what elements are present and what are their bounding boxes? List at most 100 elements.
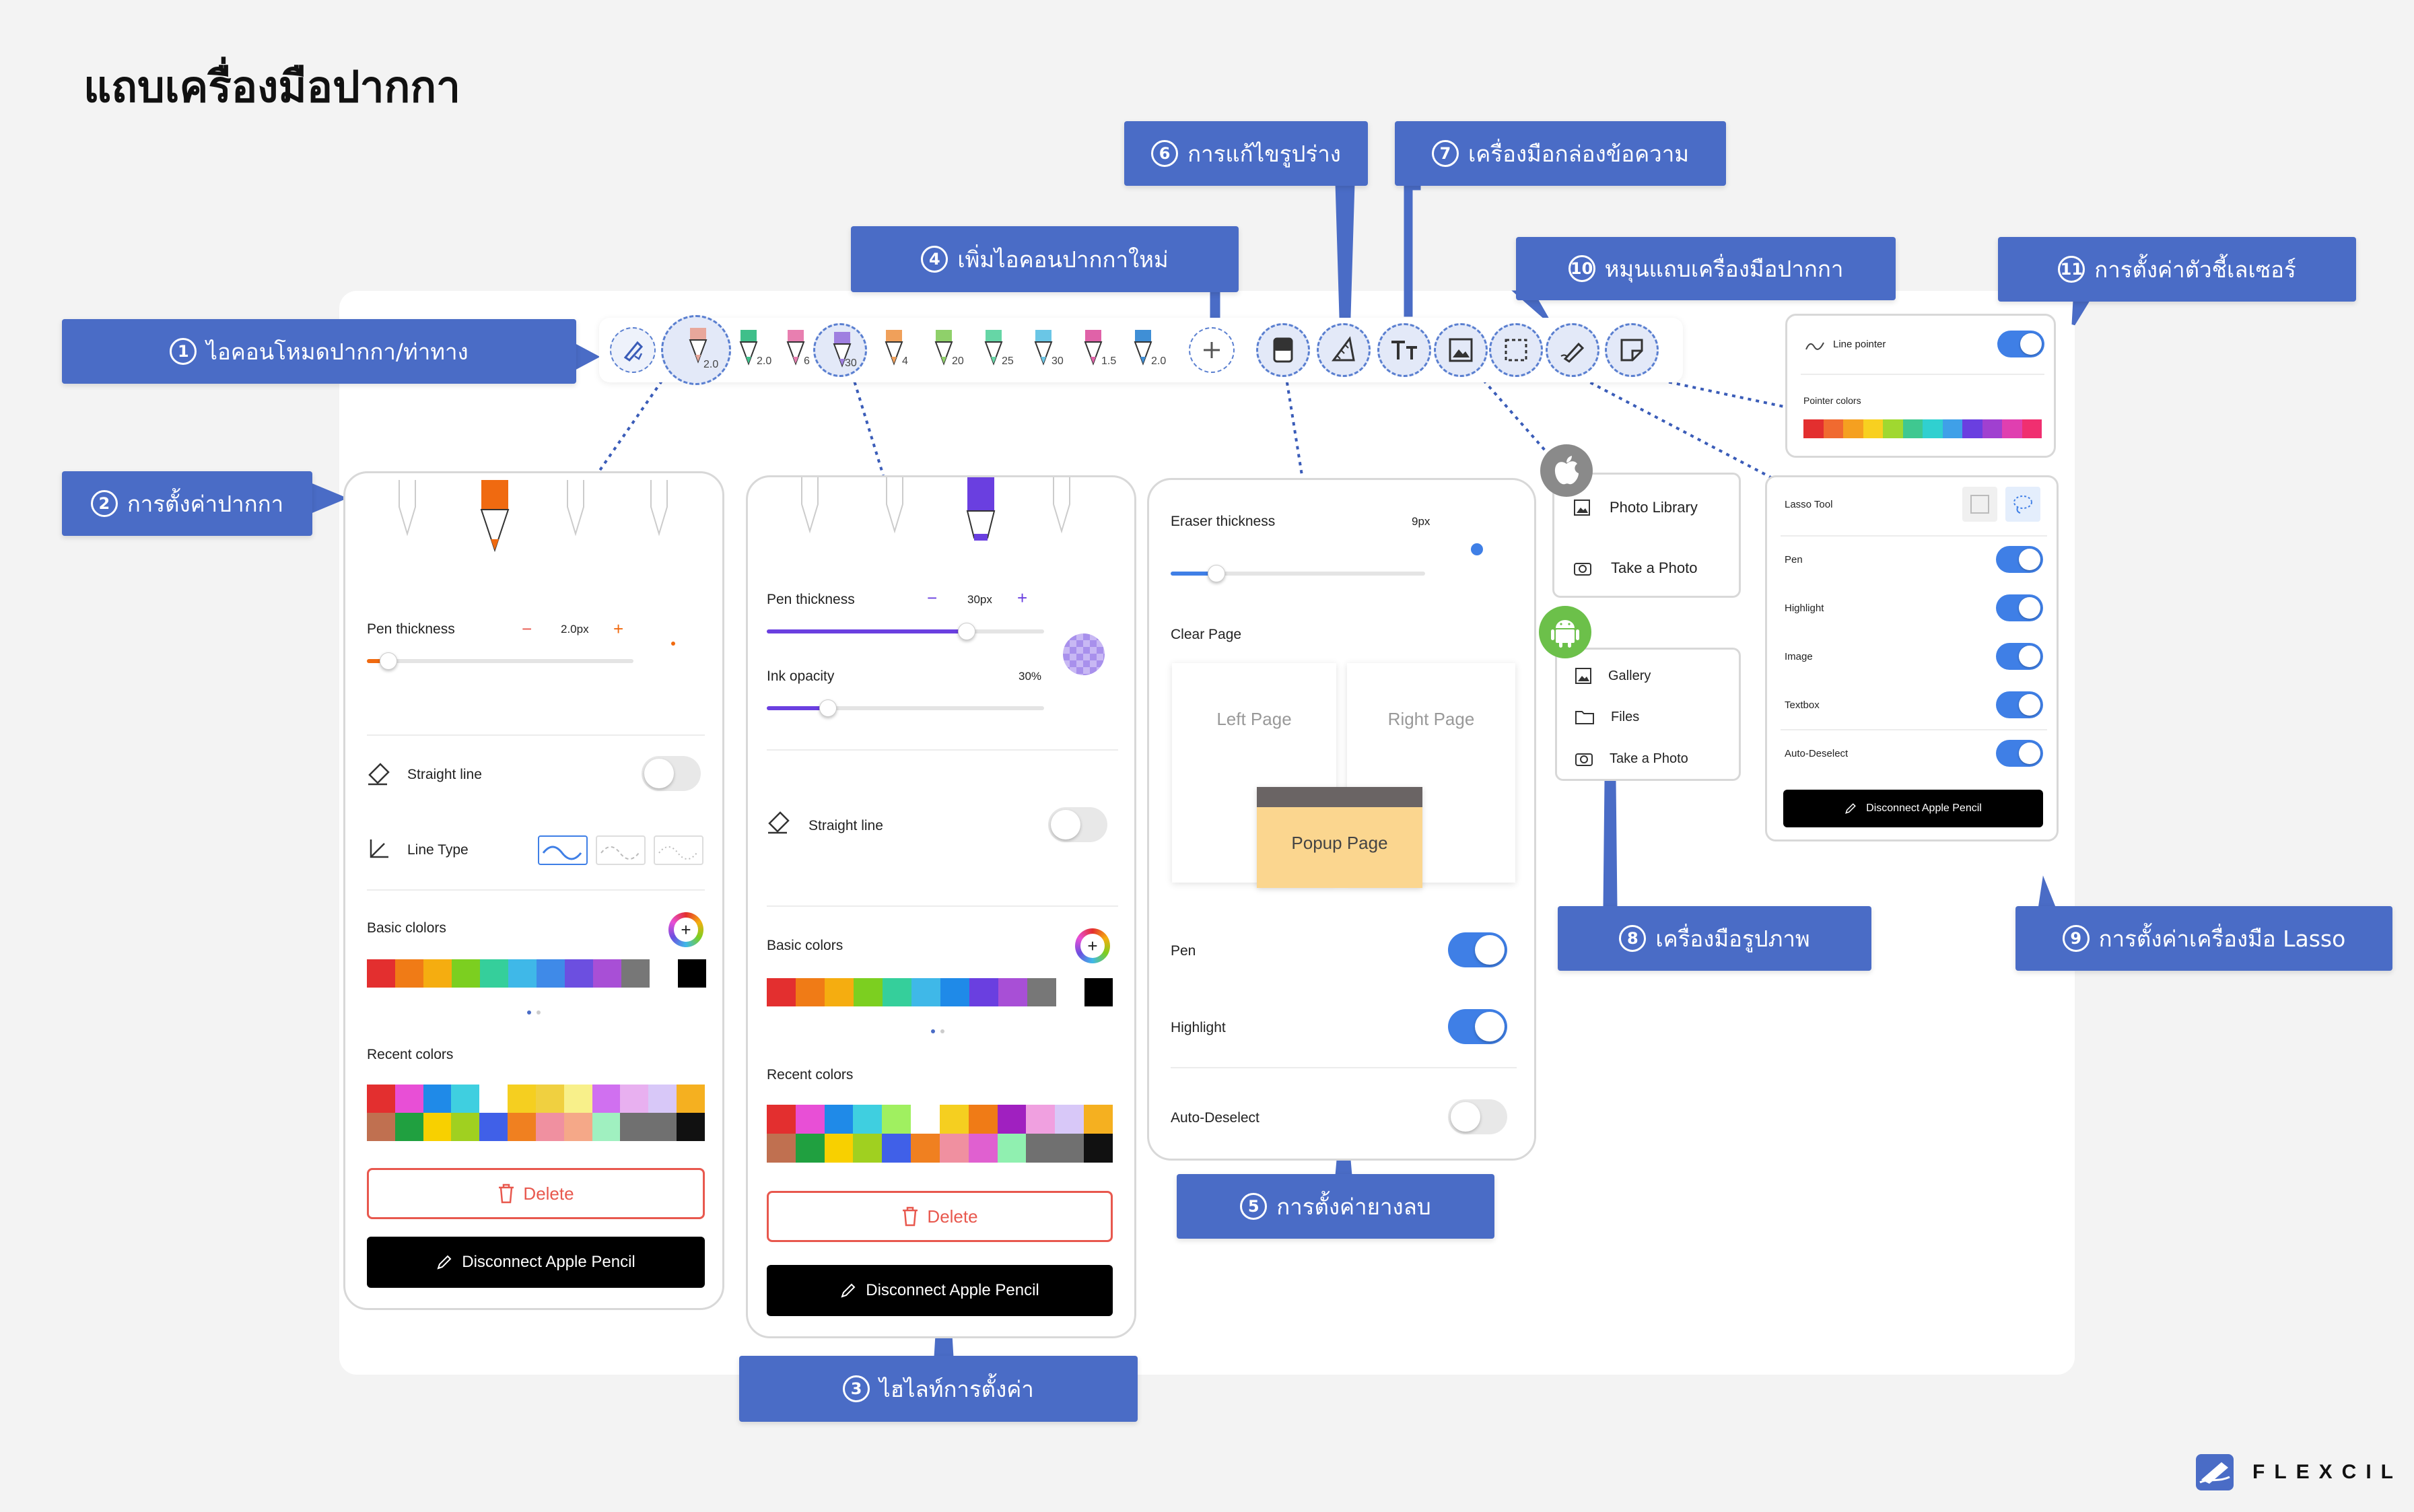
files-item[interactable]: Files xyxy=(1575,709,1639,725)
hl-basic-color-swatch-4[interactable] xyxy=(854,978,883,1006)
toolbar-pen-1[interactable]: 2.0 xyxy=(661,315,731,385)
recent-color-swatch-7[interactable] xyxy=(535,1085,564,1113)
recent-color-swatch-18[interactable] xyxy=(508,1113,536,1141)
hl-current-color-black[interactable] xyxy=(1084,978,1113,1006)
hl-recent-color-swatch-22[interactable] xyxy=(1026,1134,1056,1163)
basic-color-swatches[interactable] xyxy=(367,959,650,988)
eraser-highlight-toggle[interactable] xyxy=(1448,1009,1507,1044)
hl-recent-color-swatch-5[interactable] xyxy=(882,1105,911,1134)
hl-recent-color-swatch-2[interactable] xyxy=(795,1105,825,1134)
toolbar-pen-10[interactable]: 2.0 xyxy=(1124,320,1166,380)
hl-recent-color-swatch-19[interactable] xyxy=(939,1134,969,1163)
pointer-color-swatch-2[interactable] xyxy=(1823,419,1843,438)
hl-recent-color-swatch-15[interactable] xyxy=(824,1134,854,1163)
recent-color-swatch-6[interactable] xyxy=(508,1085,536,1113)
laser-pointer-tool[interactable] xyxy=(1546,323,1599,377)
toolbar-pen-5[interactable]: 4 xyxy=(875,320,916,380)
lasso-freeform-mode[interactable] xyxy=(2005,487,2040,522)
pointer-color-swatch-12[interactable] xyxy=(2022,419,2042,438)
recent-color-swatches[interactable] xyxy=(367,1085,705,1141)
line-type-solid[interactable] xyxy=(538,835,588,865)
pen-thickness-knob[interactable] xyxy=(380,652,397,670)
pointer-color-swatch-7[interactable] xyxy=(1923,419,1943,438)
lasso-tool[interactable] xyxy=(1489,323,1543,377)
hl-recent-color-swatch-21[interactable] xyxy=(997,1134,1027,1163)
recent-color-swatch-12[interactable] xyxy=(677,1085,705,1113)
hl-basic-color-swatch-2[interactable] xyxy=(796,978,825,1006)
basic-color-swatch-1[interactable] xyxy=(367,959,395,988)
hl-basic-color-swatch-3[interactable] xyxy=(825,978,854,1006)
image-tool[interactable] xyxy=(1434,323,1488,377)
basic-color-swatch-4[interactable] xyxy=(452,959,480,988)
highlighter-type-selector[interactable] xyxy=(795,477,1098,551)
hl-recent-color-swatch-13[interactable] xyxy=(767,1134,796,1163)
recent-color-swatch-8[interactable] xyxy=(563,1085,592,1113)
pen-thickness-slider[interactable] xyxy=(367,659,633,663)
recent-color-swatch-10[interactable] xyxy=(620,1085,649,1113)
hl-recent-color-swatch-10[interactable] xyxy=(1026,1105,1056,1134)
hl-recent-color-swatch-23[interactable] xyxy=(1055,1134,1084,1163)
recent-color-swatch-19[interactable] xyxy=(535,1113,564,1141)
textbox-tool[interactable] xyxy=(1377,323,1431,377)
hl-recent-color-swatch-6[interactable] xyxy=(911,1105,940,1134)
lasso-rect-mode[interactable] xyxy=(1962,487,1997,522)
hl-recent-color-swatches[interactable] xyxy=(767,1105,1113,1163)
lasso-highlight-toggle[interactable] xyxy=(1996,594,2043,621)
pointer-color-swatch-9[interactable] xyxy=(1962,419,1982,438)
pen-type-selector[interactable] xyxy=(392,480,695,554)
recent-color-swatch-14[interactable] xyxy=(394,1113,423,1141)
recent-color-swatch-22[interactable] xyxy=(620,1113,649,1141)
recent-color-swatch-24[interactable] xyxy=(677,1113,705,1141)
recent-color-swatch-13[interactable] xyxy=(367,1113,395,1141)
hl-recent-color-swatch-3[interactable] xyxy=(824,1105,854,1134)
pointer-color-swatch-3[interactable] xyxy=(1843,419,1863,438)
toolbar-pen-3[interactable]: 6 xyxy=(777,320,817,380)
hl-increase-button[interactable]: + xyxy=(1017,588,1028,608)
delete-highlighter-button[interactable]: Delete xyxy=(767,1191,1113,1242)
recent-color-swatch-21[interactable] xyxy=(592,1113,621,1141)
recent-color-swatch-1[interactable] xyxy=(367,1085,395,1113)
increase-button[interactable]: + xyxy=(613,619,624,639)
recent-color-swatch-9[interactable] xyxy=(592,1085,621,1113)
lasso-auto-deselect-toggle[interactable] xyxy=(1996,740,2043,767)
pointer-color-swatch-5[interactable] xyxy=(1883,419,1903,438)
pen-mode-toggle[interactable] xyxy=(610,327,656,373)
lasso-image-toggle[interactable] xyxy=(1996,643,2043,670)
eraser-auto-deselect-toggle[interactable] xyxy=(1448,1099,1507,1134)
hl-basic-color-swatch-8[interactable] xyxy=(969,978,998,1006)
hl-recent-color-swatch-4[interactable] xyxy=(853,1105,883,1134)
recent-color-swatch-20[interactable] xyxy=(563,1113,592,1141)
add-pen-button[interactable] xyxy=(1189,327,1235,373)
hl-recent-color-swatch-11[interactable] xyxy=(1055,1105,1084,1134)
line-type-dashed[interactable] xyxy=(596,835,646,865)
basic-color-swatch-10[interactable] xyxy=(621,959,650,988)
clear-popup-page[interactable]: Popup Page xyxy=(1257,787,1422,888)
hl-recent-color-swatch-9[interactable] xyxy=(997,1105,1027,1134)
recent-color-swatch-4[interactable] xyxy=(451,1085,480,1113)
toolbar-pen-6[interactable]: 20 xyxy=(925,320,965,380)
lasso-pen-toggle[interactable] xyxy=(1996,546,2043,573)
hl-recent-color-swatch-8[interactable] xyxy=(968,1105,998,1134)
photo-library-item[interactable]: Photo Library xyxy=(1573,499,1698,516)
hl-recent-color-swatch-1[interactable] xyxy=(767,1105,796,1134)
basic-color-swatch-3[interactable] xyxy=(423,959,452,988)
recent-color-swatch-2[interactable] xyxy=(394,1085,423,1113)
eraser-pen-toggle[interactable] xyxy=(1448,932,1507,967)
hl-disconnect-pencil-button[interactable]: Disconnect Apple Pencil xyxy=(767,1265,1113,1316)
pointer-color-swatch-11[interactable] xyxy=(2002,419,2022,438)
basic-color-swatch-7[interactable] xyxy=(537,959,565,988)
basic-color-swatch-9[interactable] xyxy=(593,959,621,988)
android-take-photo-item[interactable]: Take a Photo xyxy=(1575,751,1688,767)
hl-recent-color-swatch-18[interactable] xyxy=(911,1134,940,1163)
rotate-toolbar-button[interactable] xyxy=(1605,323,1659,377)
eraser-thickness-knob[interactable] xyxy=(1208,565,1225,582)
straight-line-toggle[interactable] xyxy=(642,756,701,791)
pointer-color-swatch-4[interactable] xyxy=(1863,419,1883,438)
hl-basic-color-swatches[interactable] xyxy=(767,978,1056,1006)
hl-recent-color-swatch-17[interactable] xyxy=(882,1134,911,1163)
hl-recent-color-swatch-24[interactable] xyxy=(1084,1134,1113,1163)
pointer-color-swatch-10[interactable] xyxy=(1982,419,2002,438)
take-photo-item[interactable]: Take a Photo xyxy=(1573,559,1697,577)
recent-color-swatch-5[interactable] xyxy=(479,1085,508,1113)
color-picker-button[interactable]: + xyxy=(668,912,703,947)
